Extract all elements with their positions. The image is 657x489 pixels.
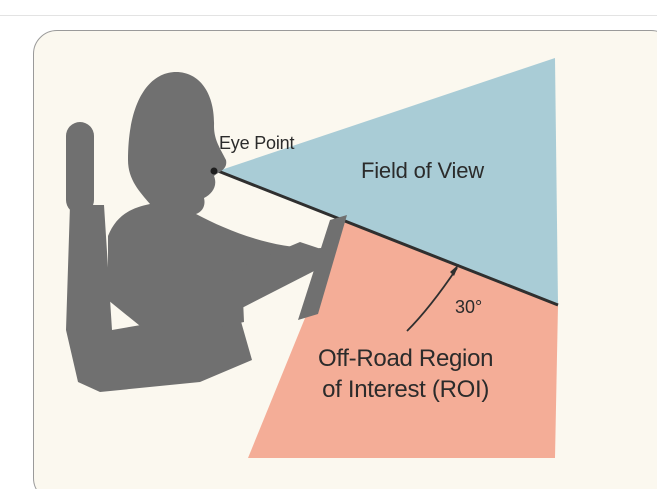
gaze-ray-line xyxy=(217,169,559,307)
driver-forearm xyxy=(205,242,320,312)
field-of-view-cone xyxy=(218,58,558,305)
field-of-view-label: Field of View xyxy=(361,158,484,183)
roi-label-line-2: of Interest (ROI) xyxy=(322,376,490,403)
eye-point-marker xyxy=(210,167,218,175)
eye-point-label: Eye Point xyxy=(219,133,295,153)
angle-arc xyxy=(406,267,458,332)
roi-label: Off-Road Region of Interest (ROI) xyxy=(318,343,493,405)
steering-wheel-shape xyxy=(298,215,347,320)
angle-label: 30° xyxy=(455,297,483,317)
seat-shape xyxy=(66,205,252,392)
angle-arrow-head xyxy=(450,264,459,276)
roi-label-line-1: Off-Road Region xyxy=(318,345,494,372)
headrest-shape xyxy=(66,122,94,214)
top-divider xyxy=(0,15,657,16)
